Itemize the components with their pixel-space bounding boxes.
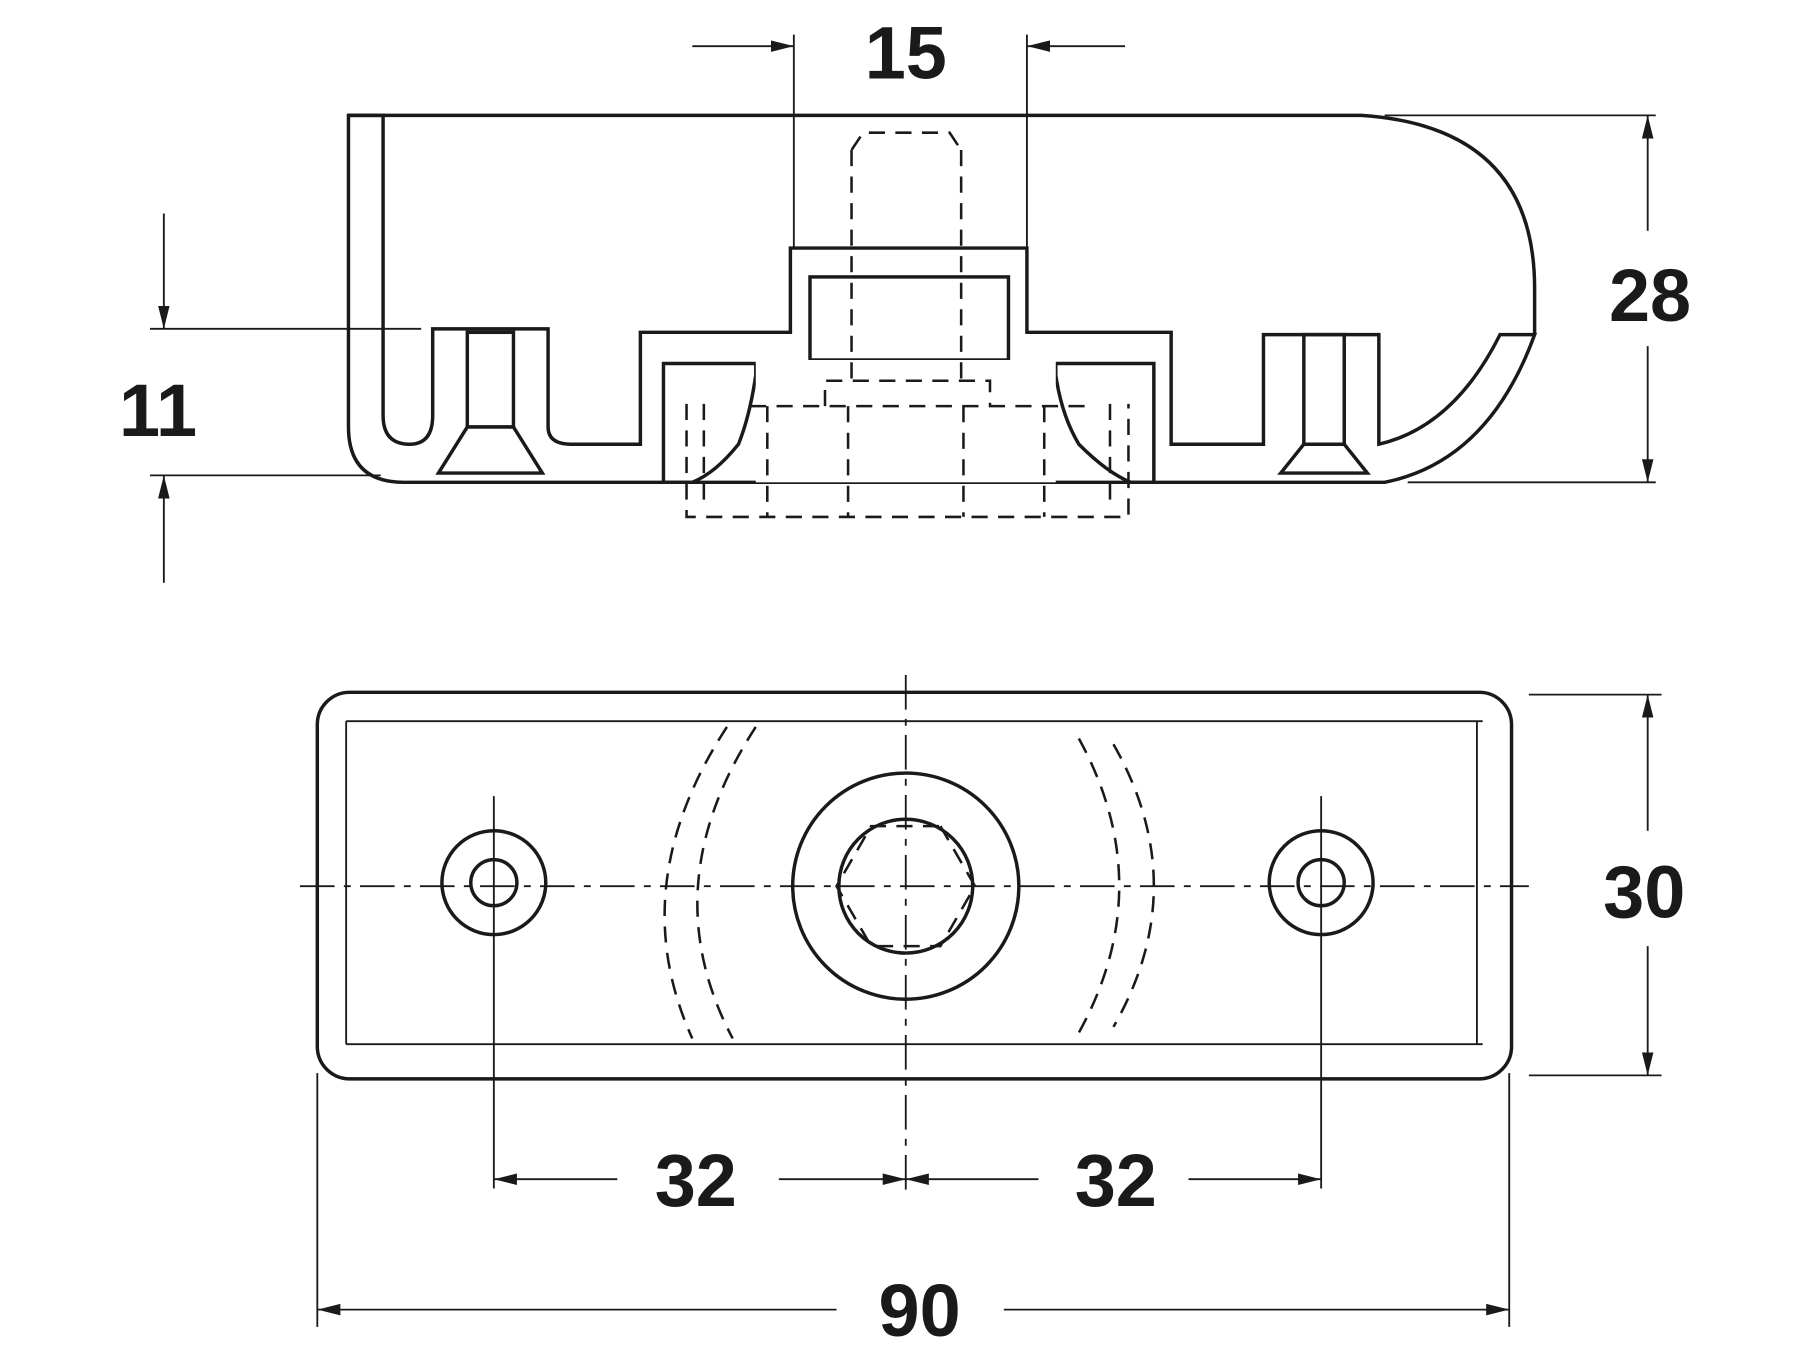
dim-label-30: 30 — [1603, 850, 1685, 933]
dimension-32-right: 32 — [905, 1139, 1322, 1222]
dimension-15: 15 — [692, 11, 1125, 249]
left-mounting-hole — [440, 829, 548, 937]
center-boss — [790, 771, 1021, 1001]
dimension-90: 90 — [316, 1073, 1511, 1350]
right-mounting-hole — [1267, 829, 1375, 937]
plan-view — [300, 674, 1529, 1195]
left-screw-hole — [465, 330, 516, 429]
dim-label-28: 28 — [1609, 254, 1691, 337]
dimension-28: 28 — [1384, 114, 1691, 484]
dim-label-32-left: 32 — [655, 1139, 737, 1222]
lower-cavity — [661, 361, 1156, 485]
dimension-11: 11 — [119, 213, 422, 583]
center-boss-cavity — [808, 275, 1011, 362]
right-screw-hole — [1302, 332, 1346, 446]
dimension-30: 30 — [1528, 693, 1685, 1077]
section-hatched-body — [346, 113, 1538, 485]
dim-label-32-right: 32 — [1075, 1139, 1157, 1222]
left-countersink — [435, 425, 546, 475]
right-countersink — [1277, 442, 1371, 475]
dim-label-15: 15 — [865, 11, 947, 94]
hex-socket — [835, 824, 977, 948]
dimension-32-left: 32 — [493, 1139, 906, 1222]
hidden-lines — [685, 131, 1130, 519]
section-view — [346, 113, 1538, 519]
dim-label-90: 90 — [879, 1269, 961, 1350]
dim-label-11: 11 — [119, 369, 197, 452]
